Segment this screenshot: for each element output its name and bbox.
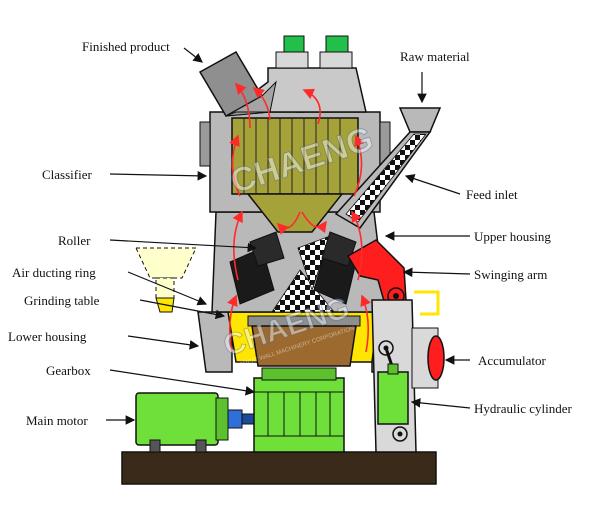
yellow-bracket: [414, 290, 440, 316]
feed-chute: [334, 107, 442, 229]
airflow-arrows: [227, 82, 371, 353]
feed-hopper: [135, 247, 197, 313]
main-motor: [135, 392, 255, 453]
foundation-base: [121, 451, 437, 485]
label-feed-inlet: Feed inlet: [466, 187, 518, 202]
material-stream: [297, 235, 331, 292]
rollers: [229, 231, 357, 305]
accumulator: [411, 327, 445, 389]
label-swinging-arm: Swinging arm: [474, 267, 548, 282]
grinding-table: [227, 311, 379, 367]
label-lower-housing: Lower housing: [8, 329, 87, 344]
label-air-ducting-ring: Air ducting ring: [12, 265, 96, 280]
label-roller: Roller: [58, 233, 91, 248]
label-hydraulic-cylinder: Hydraulic cylinder: [474, 401, 572, 416]
hydraulic-cylinder: [377, 363, 409, 425]
label-upper-housing: Upper housing: [474, 229, 551, 244]
finished-product-outlet: [198, 50, 277, 118]
label-grinding-table: Grinding table: [24, 293, 100, 308]
label-finished-product: Finished product: [82, 39, 170, 54]
gearbox: [253, 367, 345, 453]
label-raw-material: Raw material: [400, 49, 470, 64]
label-main-motor: Main motor: [26, 413, 88, 428]
label-classifier: Classifier: [42, 167, 92, 182]
label-accumulator: Accumulator: [478, 353, 546, 368]
label-gearbox: Gearbox: [46, 363, 91, 378]
leader-lines: [106, 47, 471, 425]
